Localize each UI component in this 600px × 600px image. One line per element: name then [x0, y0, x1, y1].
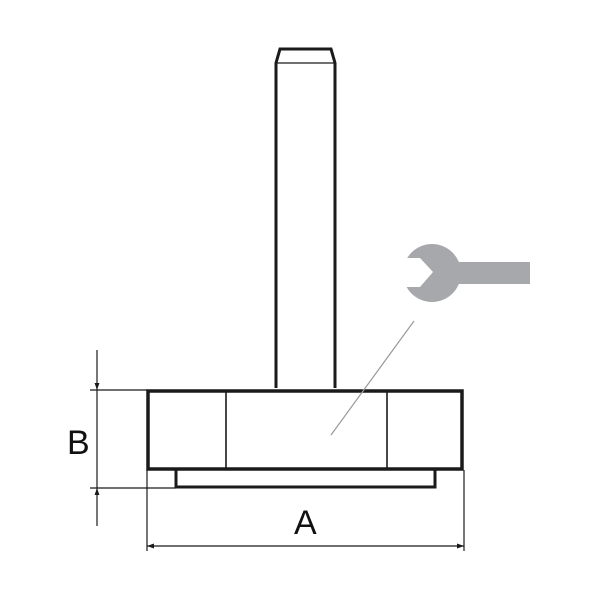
dimension-b	[90, 350, 176, 526]
leader-line	[330, 320, 415, 436]
dimension-a	[146, 470, 465, 551]
threaded-stem	[274, 47, 337, 388]
wrench-icon	[394, 244, 530, 302]
dimension-b-label: B	[67, 424, 90, 462]
base	[146, 389, 464, 489]
dimension-a-label: A	[294, 504, 317, 542]
